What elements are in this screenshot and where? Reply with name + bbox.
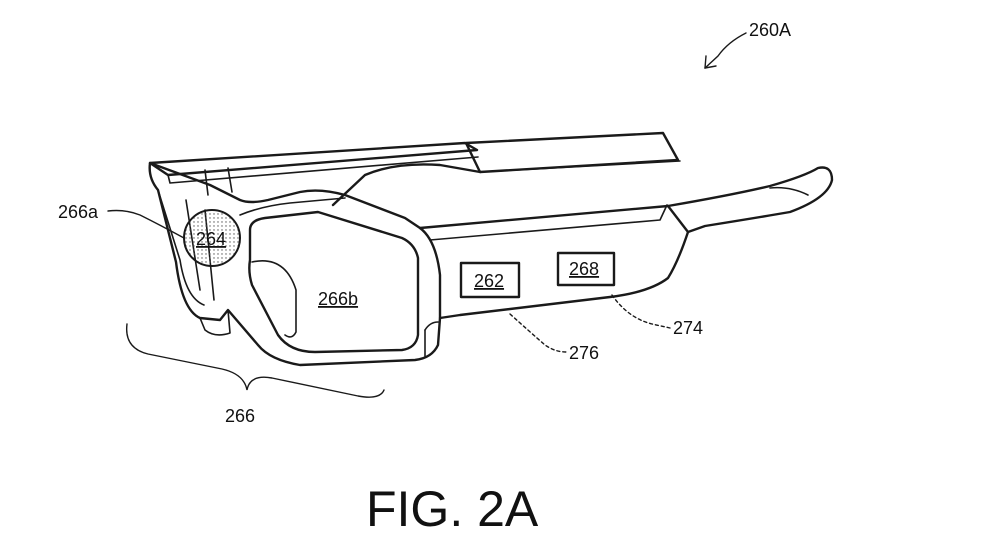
label-266b: 266b: [318, 289, 358, 309]
component-box-262: [459, 261, 521, 299]
top-module: [331, 131, 681, 207]
label-260A: 260A: [749, 20, 791, 40]
label-266a: 266a: [58, 202, 99, 222]
figure-title: FIG. 2A: [366, 481, 539, 537]
label-264: 264: [196, 229, 226, 249]
leader-lines: [107, 32, 747, 398]
temple-arm: [418, 166, 834, 320]
label-274: 274: [673, 318, 703, 338]
upper-frame-bar: [148, 141, 479, 196]
front-frame: [148, 161, 442, 367]
label-266: 266: [225, 406, 255, 426]
label-276: 276: [569, 343, 599, 363]
component-box-268: [556, 251, 616, 287]
label-262: 262: [474, 271, 504, 291]
label-268: 268: [569, 259, 599, 279]
